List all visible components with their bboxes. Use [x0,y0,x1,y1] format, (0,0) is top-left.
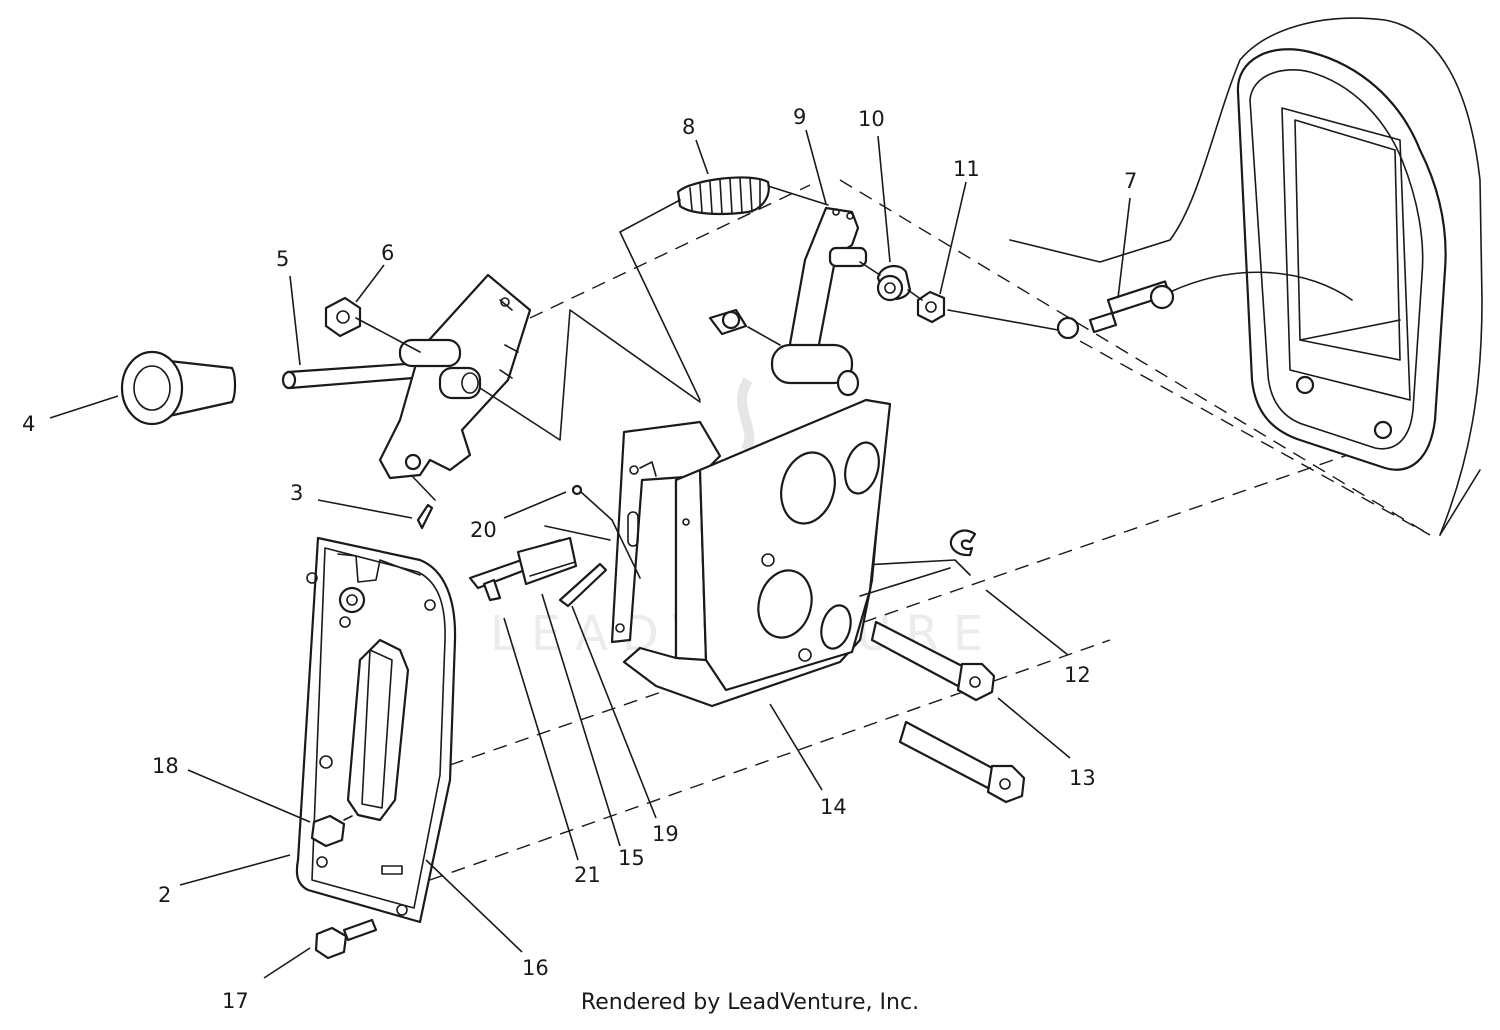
callout-4: 4 [22,412,35,436]
callout-12: 12 [1064,663,1091,687]
flange-bushing [324,296,362,338]
hex-bolt-long [870,620,996,702]
callout-13: 13 [1069,766,1096,790]
callout-16: 16 [522,956,549,980]
callout-9: 9 [793,105,806,129]
callout-17: 17 [222,989,249,1013]
callout-numbers: 4 5 6 3 8 9 10 11 7 20 12 13 14 18 2 21 … [22,105,1137,1013]
cotter-pin [412,476,436,530]
assembly-center-lines [429,179,1431,881]
flange-screw-18 [310,814,353,848]
callout-20: 20 [470,518,497,542]
callout-15: 15 [618,846,645,870]
callout-leaders [49,129,1131,979]
spring [676,176,770,216]
retaining-clip [859,529,977,597]
lever-knob [120,350,237,426]
callout-8: 8 [682,115,695,139]
spacer-washer [876,264,912,302]
callout-21: 21 [574,863,601,887]
control-mount-bracket [610,398,892,708]
callout-10: 10 [858,107,885,131]
callout-3: 3 [290,481,303,505]
cable-assembly [1056,271,1353,340]
fender-housing [1009,17,1483,536]
pivot-bracket [378,273,532,480]
safety-switch-assembly [468,484,641,608]
callout-6: 6 [381,241,394,265]
flange-screw-17 [314,918,378,960]
callout-18: 18 [152,754,179,778]
control-lever [708,206,868,397]
callout-14: 14 [820,795,847,819]
callout-2: 2 [158,883,171,907]
hex-bolt-lower [898,720,1026,804]
render-credit: Rendered by LeadVenture, Inc. [580,990,920,1015]
callout-11: 11 [953,157,980,181]
callout-5: 5 [276,247,289,271]
callout-19: 19 [652,822,679,846]
callout-7: 7 [1124,169,1137,193]
hex-nut [916,290,946,324]
